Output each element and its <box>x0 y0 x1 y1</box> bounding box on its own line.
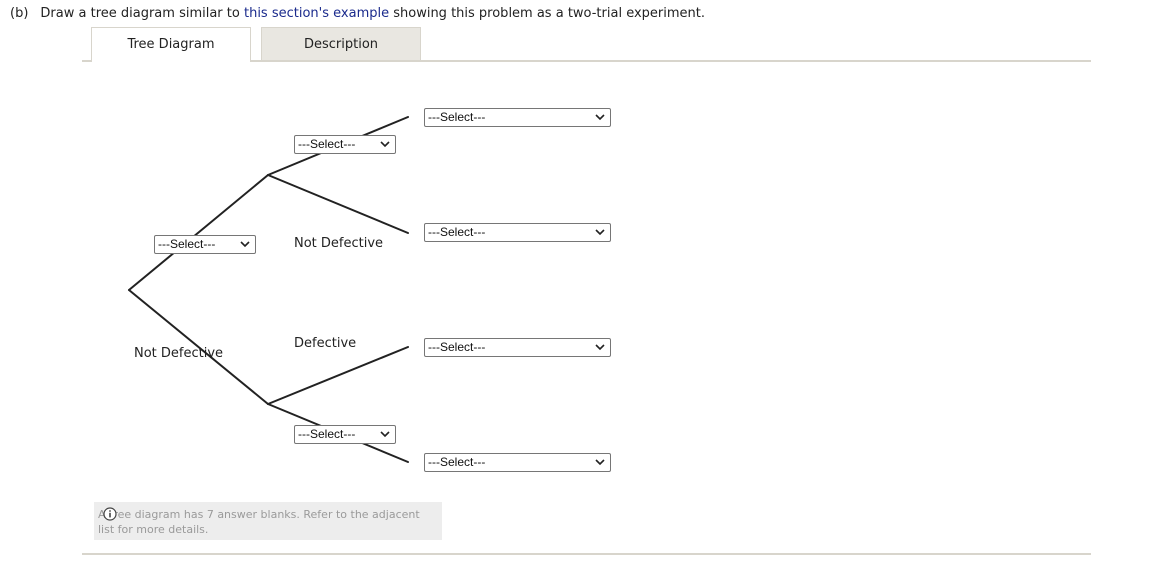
trial2-lower-select-value: ---Select--- <box>298 427 356 441</box>
outcome-4-select[interactable]: ---Select--- <box>424 453 611 472</box>
tab-description[interactable]: Description <box>261 27 421 61</box>
chevron-down-icon <box>595 459 605 466</box>
chevron-down-icon <box>380 431 390 438</box>
outcome-2-select[interactable]: ---Select--- <box>424 223 611 242</box>
trial1-upper-select-value: ---Select--- <box>158 237 216 251</box>
chevron-down-icon <box>240 241 250 248</box>
outcome-1-select-value: ---Select--- <box>428 110 486 124</box>
outcome-1-select[interactable]: ---Select--- <box>424 108 611 127</box>
trial1-lower-label: Not Defective <box>134 346 224 361</box>
question-text-before: Draw a tree diagram similar to <box>40 6 240 21</box>
tab-bar-divider <box>82 60 1091 62</box>
branch-lower-upper <box>267 346 409 405</box>
chevron-down-icon <box>380 141 390 148</box>
chevron-down-icon <box>595 229 605 236</box>
tab-tree-diagram[interactable]: Tree Diagram <box>91 27 251 62</box>
outcome-2-select-value: ---Select--- <box>428 225 486 239</box>
question-text-after: showing this problem as a two-trial expe… <box>393 6 705 21</box>
outcome-3-select[interactable]: ---Select--- <box>424 338 611 357</box>
outcome-4-select-value: ---Select--- <box>428 455 486 469</box>
chevron-down-icon <box>595 114 605 121</box>
section-example-link[interactable]: this section's example <box>243 6 390 21</box>
bottom-divider <box>82 553 1091 555</box>
trial2-upper-select-value: ---Select--- <box>298 137 356 151</box>
branch-upper-lower <box>267 174 409 234</box>
outcome-3-select-value: ---Select--- <box>428 340 486 354</box>
question-prompt: (b) Draw a tree diagram similar to this s… <box>10 6 705 21</box>
branch-root-upper <box>128 174 269 291</box>
question-part-label: (b) <box>10 6 29 21</box>
info-icon[interactable] <box>103 507 117 521</box>
trial2-lower-select[interactable]: ---Select--- <box>294 425 396 444</box>
trial2-upper-lower-label: Not Defective <box>294 236 384 251</box>
accessibility-note: A tree diagram has 7 answer blanks. Refe… <box>94 502 442 540</box>
chevron-down-icon <box>595 344 605 351</box>
trial2-upper-select[interactable]: ---Select--- <box>294 135 396 154</box>
trial2-lower-upper-label: Defective <box>294 336 357 351</box>
trial1-upper-select[interactable]: ---Select--- <box>154 235 256 254</box>
branch-root-lower <box>128 289 269 405</box>
